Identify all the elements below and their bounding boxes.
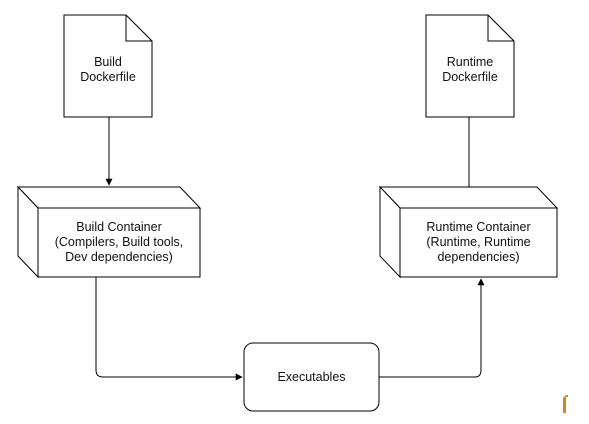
runtime-dockerfile-label: Runtime Dockerfile [442, 55, 498, 84]
runtime-container-label: Runtime Container (Runtime, Runtime depe… [426, 220, 531, 264]
runtime-container-node [378, 185, 559, 279]
build-dockerfile-node [63, 14, 153, 118]
build-dockerfile-label: Build Dockerfile [80, 55, 136, 84]
edge-executables-to-runtime-container [379, 278, 485, 378]
build-container-node [16, 185, 202, 279]
build-container-label: Build Container (Compilers, Build tools,… [54, 220, 184, 264]
runtime-dockerfile-node [425, 14, 515, 118]
orange-mark-icon [563, 395, 568, 413]
executables-label: Executables [277, 370, 346, 384]
edge-build-container-to-executables [95, 277, 243, 381]
